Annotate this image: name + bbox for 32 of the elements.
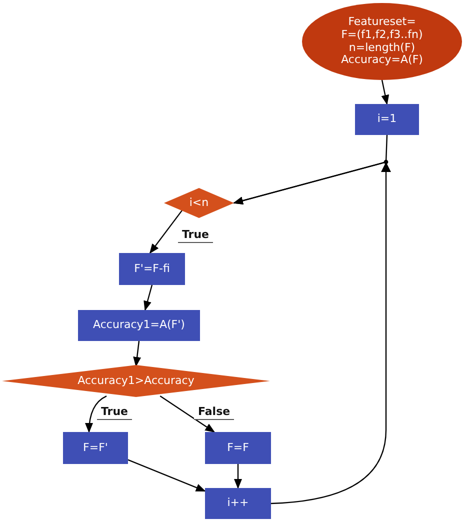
arrow xyxy=(133,340,142,367)
arrow xyxy=(128,459,206,492)
arrow xyxy=(85,396,107,433)
node-text: F'=F-fi xyxy=(134,262,170,276)
process-box xyxy=(205,488,271,519)
node-text: F=(f1,f2,f3..fn) xyxy=(341,28,423,42)
arrow xyxy=(149,210,183,254)
arrow xyxy=(381,80,390,105)
process-box xyxy=(63,432,128,464)
arrow xyxy=(233,161,387,504)
node-text: i<n xyxy=(189,196,209,210)
edge-label: False xyxy=(194,405,234,420)
node-text: i++ xyxy=(227,497,249,510)
node-text: i=1 xyxy=(377,113,397,126)
node-text: Accuracy1>Accuracy xyxy=(78,374,194,388)
process-box xyxy=(355,104,419,135)
decision-diamond xyxy=(2,365,270,397)
node-text: Accuracy1=A(F') xyxy=(93,319,185,332)
node-text: Accuracy=A(F) xyxy=(341,54,423,67)
node-text: F=F' xyxy=(83,442,108,454)
arrow xyxy=(234,464,242,489)
process-box xyxy=(205,432,271,464)
process-box xyxy=(78,310,200,341)
process-box xyxy=(119,253,185,285)
edge-label: True xyxy=(178,228,214,243)
node-text: F=F xyxy=(227,442,249,454)
decision-diamond xyxy=(164,188,234,218)
arrow xyxy=(144,284,153,311)
node-text: Featureset= xyxy=(348,16,416,29)
edge-label: True xyxy=(97,405,132,420)
node-text: n=length(F) xyxy=(348,42,416,54)
arrow xyxy=(160,396,216,433)
